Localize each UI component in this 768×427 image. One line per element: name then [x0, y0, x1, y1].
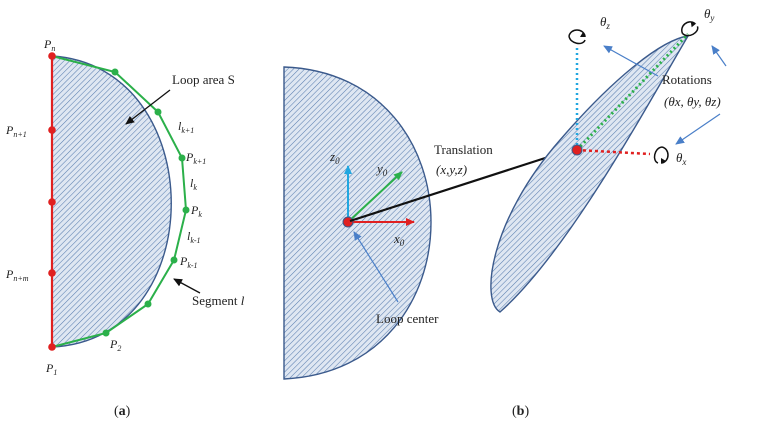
red-point	[48, 343, 56, 351]
panel-b: z0 y0 x0 Loop center Translation (x,y,z)	[283, 6, 727, 419]
panel-a: Pn Pn+1 Pn+m P1 P2 lk+1 Pk+1 lk Pk lk-1 …	[5, 37, 245, 419]
rotated-axis-y	[575, 32, 690, 152]
green-point	[178, 154, 186, 162]
label-x0: x0	[393, 231, 405, 248]
label-rotations: Rotations	[662, 72, 712, 87]
label-theta-x: θx	[676, 150, 686, 167]
axis-y0	[347, 171, 403, 223]
translated-center-point	[571, 144, 583, 156]
green-point	[111, 68, 119, 76]
label-segment: Segment l	[192, 293, 245, 308]
loop-area-pointer	[125, 89, 171, 125]
translation-arrow	[349, 148, 571, 223]
label-theta-y: θy	[704, 6, 714, 23]
label-pn1: Pn+1	[5, 123, 27, 139]
rotations-pointer-x	[675, 113, 721, 145]
loop-center-point	[342, 216, 354, 228]
loop-center-pointer	[353, 231, 399, 303]
rotated-axis-x	[576, 148, 651, 156]
rotated-loop-shape	[490, 35, 690, 313]
label-p1: P1	[45, 361, 57, 377]
label-translation: Translation	[434, 142, 493, 157]
green-point	[182, 206, 190, 214]
label-y0: y0	[375, 161, 388, 178]
rotation-icon-y	[681, 21, 699, 37]
green-point	[102, 329, 110, 337]
label-loop-center: Loop center	[376, 311, 439, 326]
label-pk: Pk	[190, 203, 202, 219]
label-theta-z: θz	[600, 14, 610, 31]
red-point	[48, 52, 56, 60]
label-translation-xyz: (x,y,z)	[436, 162, 467, 177]
label-z0: z0	[329, 149, 340, 166]
green-point	[154, 108, 162, 116]
segment-pointer	[173, 278, 201, 294]
green-point	[144, 300, 152, 308]
label-pkm1: Pk-1	[179, 254, 198, 270]
label-pn: Pn	[43, 37, 55, 53]
label-p2: P2	[109, 337, 121, 353]
label-pk1: Pk+1	[185, 150, 206, 166]
loop-area-shape-a	[51, 55, 172, 348]
red-point	[48, 126, 56, 134]
label-lk1: lk+1	[178, 119, 194, 135]
caption-b: (b)	[512, 404, 529, 419]
label-rotations-tuple: (θx, θy, θz)	[664, 94, 721, 109]
label-loop-area: Loop area S	[172, 72, 235, 87]
label-pnm: Pn+m	[5, 267, 29, 283]
red-point	[48, 269, 56, 277]
rotations-pointer-z	[603, 45, 659, 77]
caption-a: (a)	[114, 404, 131, 419]
red-point	[48, 198, 56, 206]
label-lkm1: lk-1	[187, 229, 201, 245]
label-lk: lk	[190, 176, 197, 192]
rotation-icon-x	[653, 146, 669, 164]
rotations-pointer-y	[711, 45, 727, 67]
green-point	[170, 256, 178, 264]
rotation-icon-z	[568, 29, 586, 45]
